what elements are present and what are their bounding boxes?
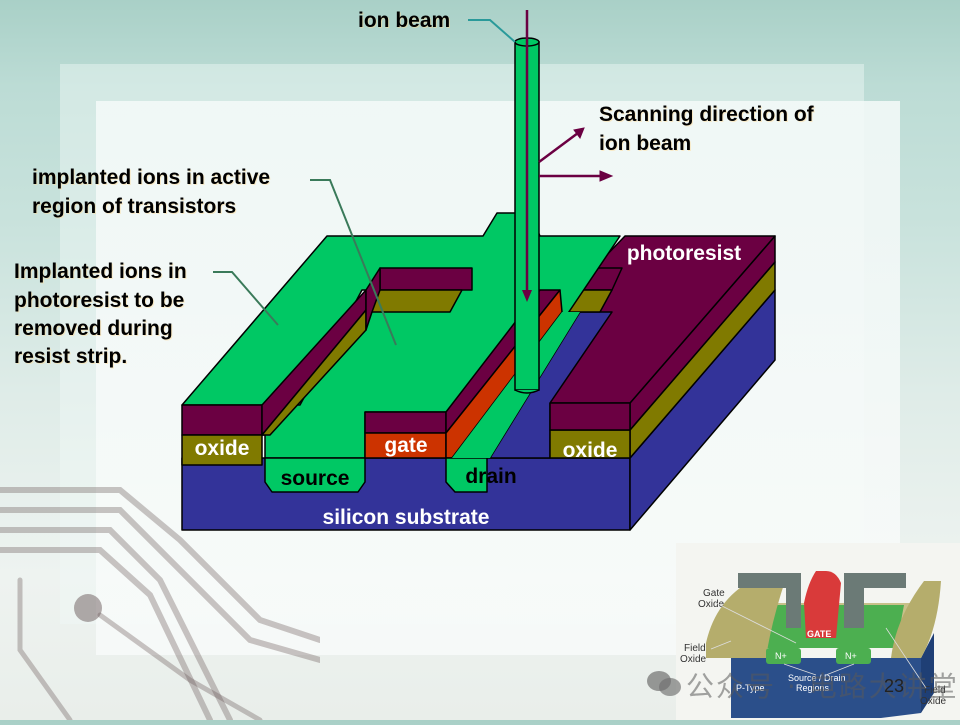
inset-n-plus-left [766, 648, 801, 664]
label-photoresist: photoresist [627, 242, 741, 265]
inset-gate [804, 571, 841, 638]
leader-line-active-region [310, 179, 397, 346]
callout-scanning-direction-2: ion beam [599, 132, 692, 155]
inset-label-p-type: P-Type [736, 683, 765, 693]
exposed-substrate [489, 311, 613, 459]
page-number: 23 [884, 676, 905, 696]
inset-label-n-plus-right: N+ [845, 651, 857, 661]
wechat-icon [647, 671, 681, 696]
inset-substrate [731, 658, 921, 718]
photoresist-front-middle [364, 411, 447, 434]
inset-substrate-side [921, 633, 934, 713]
inset-label-field-oxide-left-1: Field [684, 643, 706, 654]
inset-label-gate-oxide-2: Oxide [698, 599, 725, 610]
callout-resist-ions-1: Implanted ions in [14, 260, 187, 283]
label-drain: drain [465, 465, 516, 488]
inset-label-source-drain-1: Source / Drain [788, 673, 846, 683]
ion-beam-arrowhead [522, 290, 532, 302]
inset-contact-left [738, 573, 801, 628]
label-source: source [281, 467, 350, 490]
scanning-direction-arrows [538, 127, 614, 182]
callout-active-region-1: implanted ions in active [32, 166, 271, 189]
callout-resist-ions-3: removed during [14, 317, 173, 340]
leader-line-resist-ions [213, 271, 279, 326]
photoresist-front-left [181, 404, 263, 436]
inset-n-plus-right [836, 648, 871, 664]
callout-scanning-direction-1: Scanning direction of [599, 103, 814, 126]
label-silicon-substrate: silicon substrate [323, 506, 490, 529]
trench-wall-resist-left [379, 267, 473, 291]
callout-resist-ions-4: resist strip. [14, 345, 128, 368]
oxide-front-left [181, 434, 263, 466]
trench-wall-oxide-left [371, 289, 463, 313]
inset-label-n-plus-left: N+ [775, 651, 787, 661]
watermark-text: 公众号 · 电路大讲堂 [686, 670, 959, 703]
circuit-trace-decoration [0, 487, 320, 720]
callout-active-region-2: region of transistors [32, 195, 237, 218]
label-oxide-right: oxide [563, 439, 618, 462]
inset-label-gate: GATE [807, 629, 831, 639]
label-gate: gate [384, 434, 427, 457]
inset-label-field-oxide-right-1: Field [924, 685, 946, 696]
inset-mosfet-image: Gate Oxide Field Oxide GATE N+ N+ Source… [676, 543, 960, 720]
leader-line-ion-beam [468, 19, 516, 43]
inset-label-source-drain-2: Regions [796, 683, 830, 693]
source-region [264, 457, 366, 493]
trench-wall-side-left [365, 267, 381, 331]
callout-ion-beam: ion beam [358, 9, 451, 32]
inset-contact-right [844, 573, 906, 628]
photoresist-front-right [549, 402, 631, 431]
inset-label-gate-oxide-1: Gate [703, 588, 725, 599]
label-oxide-left: oxide [195, 437, 250, 460]
inset-label-field-oxide-right-2: Oxide [920, 696, 947, 707]
inset-label-field-oxide-left-2: Oxide [680, 654, 707, 665]
callout-resist-ions-2: photoresist to be [14, 289, 185, 312]
inset-field-oxide-right [891, 581, 941, 658]
